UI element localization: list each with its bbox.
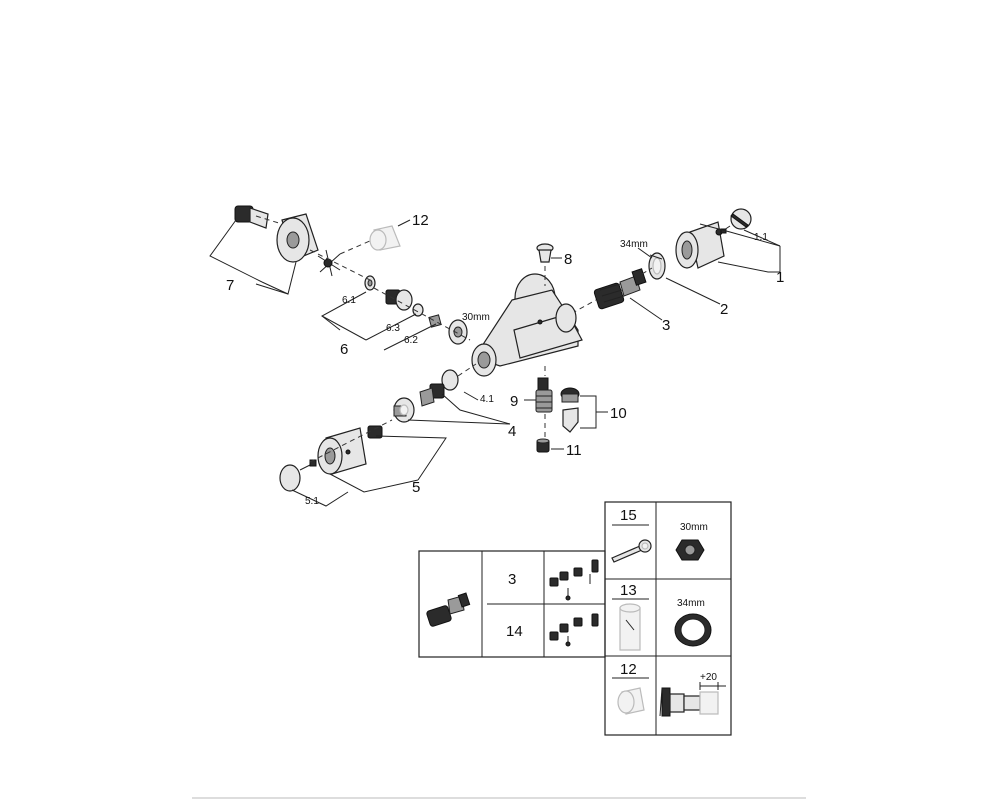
cartridge-image [426,592,471,627]
label-5-1: 5.1 [305,496,319,507]
spout-valve-part-9 [535,377,553,413]
adapter-part-12 [369,225,401,251]
accessory-label-12: 12 [620,661,637,678]
accessory-nut-size: 30mm [680,522,708,533]
cap-part-8 [536,243,554,263]
handle-part-5 [317,425,383,475]
mixer-body [471,273,583,377]
label-1: 1 [776,269,784,286]
accessory-extension: +20 [700,672,717,683]
label-8: 8 [564,251,572,268]
thermostat-cartridge-part-4 [393,369,459,423]
cap-part-5-1 [279,459,317,492]
extension-icon [659,682,726,717]
wrench-icon [611,539,652,563]
label-9: 9 [510,393,518,410]
label-11: 11 [566,442,582,459]
label-2: 2 [720,301,728,318]
label-7: 7 [226,277,234,294]
leader-lines-left-middle [291,363,511,507]
label-4: 4 [508,423,516,440]
label-6-3: 6.3 [386,323,400,334]
dim-34mm-label: 34mm [620,239,648,250]
nut-icon [675,539,705,561]
variant-label-3: 3 [508,571,516,588]
label-5: 5 [412,479,420,496]
leader-lines-top-right [555,223,781,323]
label-1-1: 1.1 [754,232,768,243]
diverter-part-10 [560,387,580,433]
cartridge-variant-table: 3 14 [418,550,606,658]
accessory-label-13: 13 [620,582,637,599]
ring-part-2 [648,252,666,280]
variant-icons-row-2 [549,613,599,647]
variant-label-14: 14 [506,623,523,640]
ring-icon [674,613,712,647]
label-12: 12 [412,212,429,229]
dim-30mm-label: 30mm [462,312,490,323]
valve-part-6 [364,275,468,345]
label-3: 3 [662,317,670,334]
label-10: 10 [610,405,627,422]
accessory-ring-size: 34mm [677,598,705,609]
accessory-label-15: 15 [620,507,637,524]
leader-lines-top-left [209,215,471,351]
accessory-table: 15 13 12 30mm 34mm [604,501,732,736]
adapter-icon [617,687,645,715]
cap-part-1-1 [720,208,752,234]
label-6: 6 [340,341,348,358]
variant-icons-row-1 [549,559,599,601]
cartridge-part-3 [593,268,647,310]
leader-lines-center [524,257,608,450]
handle-part-7 [234,205,319,263]
label-4-1: 4.1 [480,394,494,405]
sleeve-icon [619,603,641,651]
label-6-2: 6.2 [404,335,418,346]
label-6-1: 6.1 [342,295,356,306]
nut-part-11 [536,438,550,453]
